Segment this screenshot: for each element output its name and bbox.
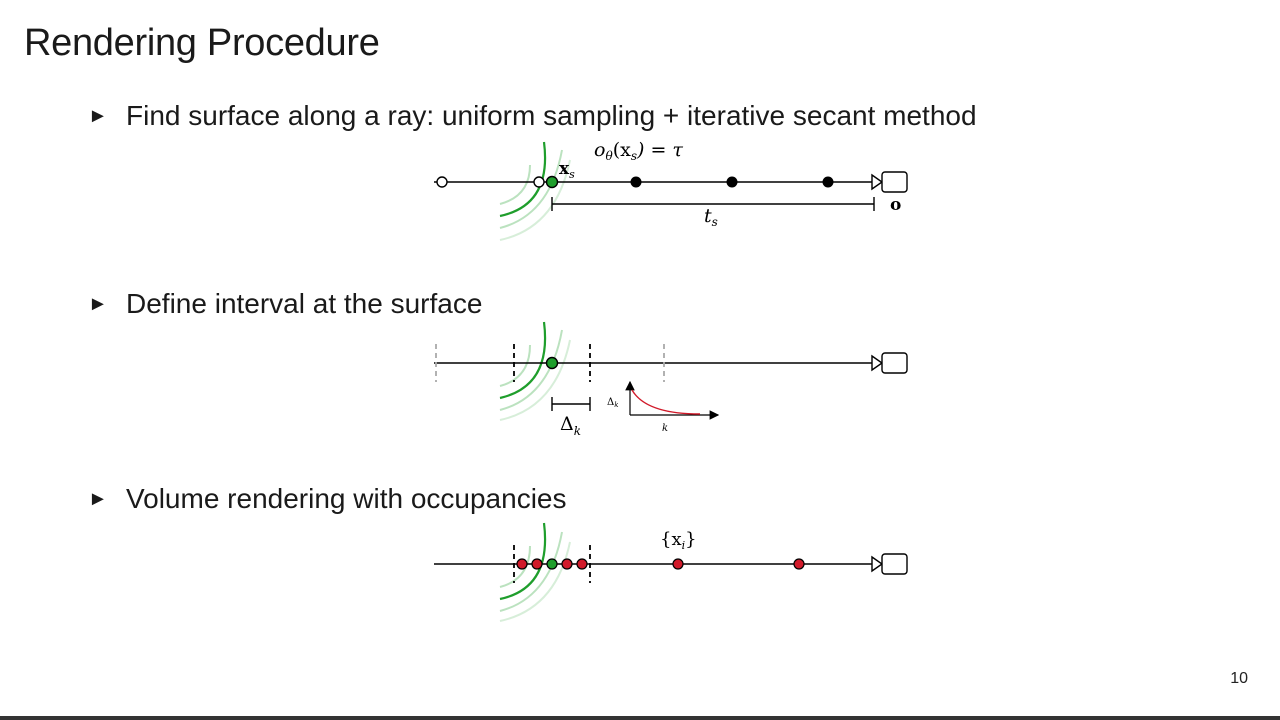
- interval-bracket: [551, 397, 591, 411]
- empty-sample-point: [436, 176, 448, 188]
- bullet-marker-icon: ►: [88, 292, 108, 315]
- interval-decay-plot: Δk k: [607, 380, 720, 434]
- bullet-marker-icon: ►: [88, 487, 108, 510]
- interval-sample-point: [531, 558, 543, 570]
- diagram-interval: Δk Δk k: [434, 321, 908, 438]
- surface-arcs: [499, 141, 571, 241]
- page-number: 10: [1230, 670, 1248, 687]
- plot-x-label: k: [662, 423, 668, 434]
- bottom-rule: [0, 716, 1280, 720]
- sample-point: [726, 176, 738, 188]
- surface-arcs: [499, 522, 571, 622]
- sample-set-label: {xi}: [660, 529, 697, 552]
- interval-sample-point: [576, 558, 588, 570]
- camera-icon: [871, 553, 908, 575]
- plot-y-label: Δk: [607, 397, 618, 409]
- sample-point: [630, 176, 642, 188]
- distance-bracket: [551, 197, 875, 211]
- interval-sample-point: [516, 558, 528, 570]
- diagram-volume-rendering: {xi}: [434, 522, 908, 622]
- interval-label: Δk: [560, 413, 581, 438]
- empty-sample-point: [533, 176, 545, 188]
- surface-point: [545, 175, 559, 189]
- diagram-surface-search: oθ(xs) = τ xs ts o: [434, 139, 908, 241]
- distance-label: ts: [704, 205, 718, 229]
- bullet-3: ► Volume rendering with occupancies: [88, 483, 566, 515]
- bullet-marker-icon: ►: [88, 104, 108, 127]
- free-space-sample-point: [793, 558, 805, 570]
- sample-point: [822, 176, 834, 188]
- slide-title: Rendering Procedure: [24, 22, 380, 64]
- decay-curve: [631, 389, 701, 415]
- origin-label: o: [890, 195, 901, 215]
- surface-point-label: xs: [559, 159, 575, 181]
- bullet-1: ► Find surface along a ray: uniform samp…: [88, 100, 977, 132]
- surface-arcs: [499, 321, 571, 421]
- camera-icon: [871, 171, 908, 193]
- surface-point: [546, 558, 558, 570]
- bullet-text: Volume rendering with occupancies: [126, 483, 567, 514]
- bullet-text: Find surface along a ray: uniform sampli…: [126, 100, 977, 131]
- camera-icon: [871, 352, 908, 374]
- bullet-2: ► Define interval at the surface: [88, 288, 482, 320]
- free-space-sample-point: [672, 558, 684, 570]
- interval-sample-point: [561, 558, 573, 570]
- surface-point: [545, 356, 559, 370]
- surface-equation: oθ(xs) = τ: [594, 139, 683, 163]
- bullet-text: Define interval at the surface: [126, 288, 483, 319]
